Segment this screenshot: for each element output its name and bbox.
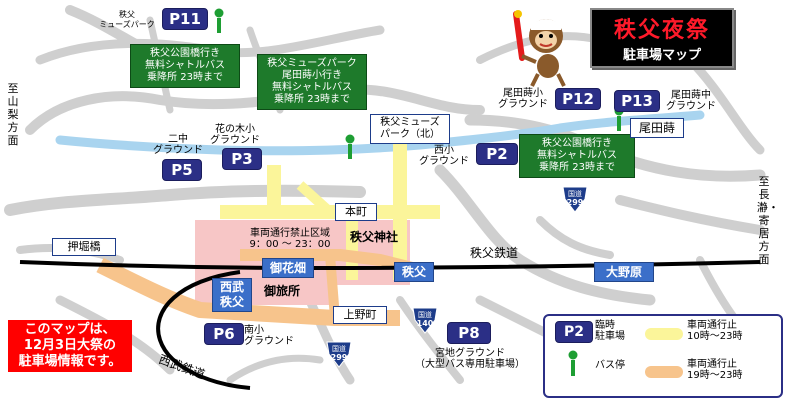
p5-name: 二中 グラウンド xyxy=(153,134,203,156)
odamaki-label: 尾田蒔 xyxy=(630,118,684,138)
route-kind: 国道 xyxy=(332,345,346,353)
route-kind: 国道 xyxy=(568,190,582,198)
shuttle-stop-1: 秩父公園橋行き 無料シャトルバス 乗降所 23時まで xyxy=(130,44,240,88)
legend-parking-symbol: P2 xyxy=(555,321,593,343)
map-note: このマップは、 12月3日大祭の 駐車場情報です。 xyxy=(8,320,132,372)
legend-orange-swatch xyxy=(645,366,683,378)
p11-name: 秩父 ミューズパーク xyxy=(99,10,155,29)
p13-name: 尾田蒔中 グラウンド xyxy=(666,90,716,112)
station-chichibu: 秩父 xyxy=(394,262,434,282)
muse-park-north-label: 秩父ミューズ パーク（北） xyxy=(370,114,450,144)
p3-name: 花の木小 グラウンド xyxy=(210,124,260,146)
p8-name: 宮地グラウンド （大型バス専用駐車場） xyxy=(415,348,525,370)
parking-p8[interactable]: P8 xyxy=(447,322,491,344)
bus-stop-icon xyxy=(568,350,578,376)
oshihoribashi-label: 押堀橋 xyxy=(52,238,116,256)
route-299-shield-south: 国道 299 xyxy=(326,340,352,368)
mascot-icon xyxy=(513,10,566,87)
parking-p12[interactable]: P12 xyxy=(555,88,601,110)
p2-name: 西小 グラウンド xyxy=(419,145,469,167)
route-number: 299 xyxy=(330,353,348,362)
station-seibu-chichibu: 西武 秩父 xyxy=(212,278,252,312)
uenomachi-label: 上野町 xyxy=(333,306,387,324)
legend-orange-text: 車両通行止 19時～23時 xyxy=(687,359,743,381)
legend-yellow-swatch xyxy=(645,328,683,340)
parking-p6[interactable]: P6 xyxy=(204,323,244,345)
legend-parking-text: 臨時 駐車場 xyxy=(595,320,625,342)
parking-p11[interactable]: P11 xyxy=(162,8,208,30)
p12-name: 尾田蒔小 グラウンド xyxy=(498,88,548,110)
map-title: 秩父夜祭 駐車場マップ xyxy=(590,8,734,68)
parking-p13[interactable]: P13 xyxy=(614,90,660,112)
p6-name: 南小 グラウンド xyxy=(244,325,294,347)
direction-yamanashi: 至山梨方面 xyxy=(7,82,19,147)
bus-stop-icon xyxy=(214,8,224,33)
direction-nagatoro: 至長瀞・寄居方面 xyxy=(757,175,779,266)
legend: P2 臨時 駐車場 バス停 車両通行止 10時～23時 車両通行止 19時～23… xyxy=(543,314,783,398)
station-onohara: 大野原 xyxy=(594,262,654,282)
parking-p5[interactable]: P5 xyxy=(162,159,202,181)
title-main: 秩父夜祭 xyxy=(613,17,710,43)
restricted-zone-label: 車両通行禁止区域 9：00 ～ 23：00 xyxy=(249,228,331,250)
chichibu-shrine-label: 秩父神社 xyxy=(350,230,399,244)
parking-p3[interactable]: P3 xyxy=(222,148,262,170)
parking-p2[interactable]: P2 xyxy=(476,143,518,165)
honmachi-label: 本町 xyxy=(335,203,377,221)
bus-stop-icon xyxy=(345,134,355,159)
route-kind: 国道 xyxy=(418,311,432,319)
otabisho-label: 御旅所 xyxy=(264,284,301,298)
chichibu-railway-label: 秩父鉄道 xyxy=(470,246,519,260)
shuttle-stop-3: 秩父公園橋行き 無料シャトルバス 乗降所 23時まで xyxy=(519,134,635,178)
route-299-shield: 国道 299 xyxy=(562,185,588,213)
title-sub: 駐車場マップ xyxy=(622,48,701,63)
legend-bus-text: バス停 xyxy=(595,360,625,371)
route-number: 140 xyxy=(416,319,434,328)
shuttle-stop-2: 秩父ミューズパーク 尾田蒔小行き 無料シャトルバス 乗降所 23時まで xyxy=(257,54,367,110)
route-140-shield: 国道 140 xyxy=(412,306,438,334)
station-ohanabatake: 御花畑 xyxy=(262,258,314,278)
legend-yellow-text: 車両通行止 10時～23時 xyxy=(687,320,743,342)
route-number: 299 xyxy=(566,198,584,207)
